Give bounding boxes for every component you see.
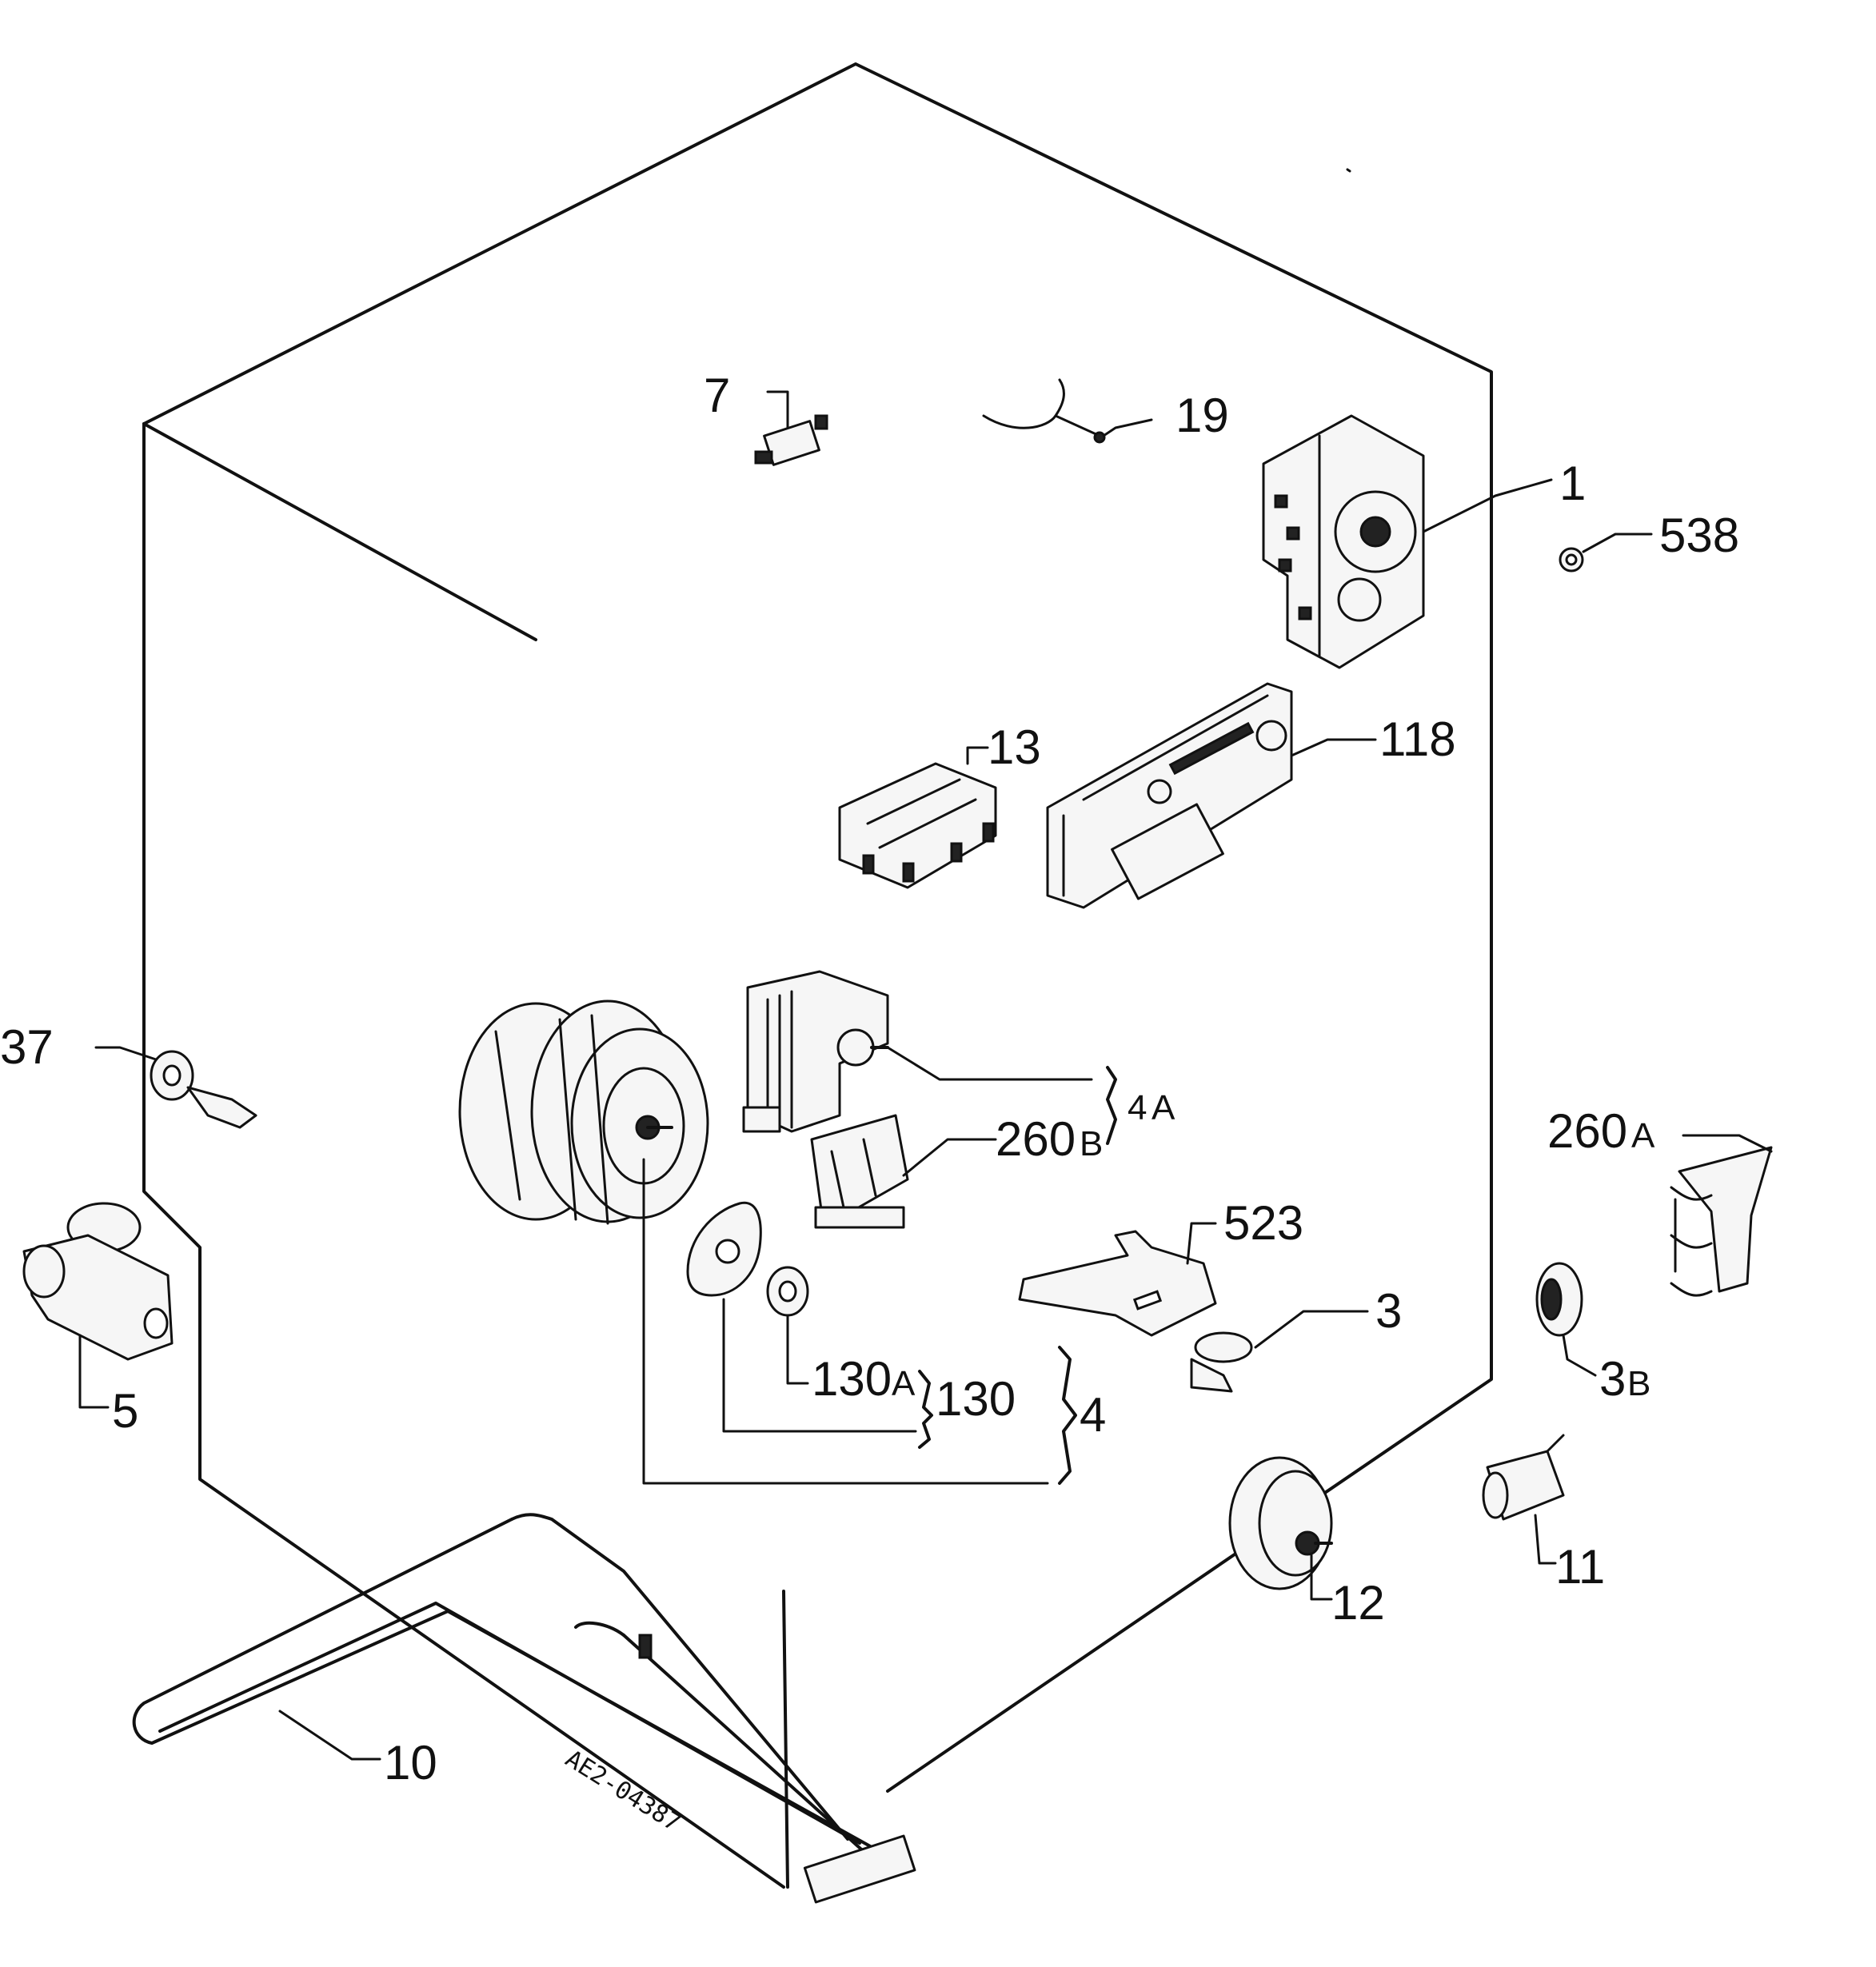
callout-37: 37 bbox=[0, 1020, 54, 1074]
coupler-part-130A[interactable]: 130 A bbox=[766, 1266, 916, 1406]
callout-118: 118 bbox=[1379, 712, 1456, 766]
coupling-part-130[interactable]: 130 bbox=[686, 1201, 1016, 1449]
callout-523: 523 bbox=[1223, 1196, 1303, 1250]
callout-260A: 260 bbox=[1547, 1104, 1627, 1158]
timer-part-1[interactable]: 1 bbox=[1262, 414, 1586, 669]
water-valve-part-5[interactable]: 5 bbox=[22, 1202, 174, 1438]
callout-260A-suffix: A bbox=[1631, 1116, 1655, 1155]
callout-130: 130 bbox=[936, 1372, 1016, 1426]
pump-motor-part-4A[interactable]: 4 A bbox=[742, 970, 1175, 1145]
callout-1: 1 bbox=[1559, 457, 1586, 510]
callout-13: 13 bbox=[988, 720, 1041, 774]
pressure-switch-part-12[interactable]: 12 bbox=[1228, 1456, 1385, 1630]
callout-4A: 4 bbox=[1128, 1088, 1147, 1127]
callout-3: 3 bbox=[1375, 1284, 1402, 1338]
switch-part-7[interactable]: 7 bbox=[704, 369, 828, 466]
nut-part-538[interactable]: 538 bbox=[1559, 509, 1739, 573]
callout-260B: 260 bbox=[996, 1112, 1076, 1166]
callout-3B: 3 bbox=[1599, 1352, 1626, 1406]
callout-130A: 130 bbox=[812, 1352, 892, 1406]
heating-element-part-10[interactable]: 10 bbox=[132, 1513, 916, 1904]
callout-4: 4 bbox=[1080, 1388, 1106, 1442]
motor-part-4[interactable]: 4 bbox=[458, 999, 1106, 1485]
wire-probe-part-19[interactable]: 19 bbox=[982, 378, 1229, 444]
callout-260B-suffix: B bbox=[1080, 1124, 1103, 1163]
callout-7: 7 bbox=[704, 369, 730, 422]
control-board-part-118[interactable]: 118 bbox=[1046, 682, 1456, 909]
sensor-part-3B[interactable]: 3 B bbox=[1535, 1262, 1650, 1406]
fitting-part-37[interactable]: 37 bbox=[0, 1020, 257, 1129]
callout-130A-suffix: A bbox=[892, 1364, 916, 1403]
capacitor-part-11[interactable]: 11 bbox=[1482, 1434, 1605, 1594]
mounting-plate-part-523[interactable]: 523 bbox=[1018, 1196, 1303, 1337]
callout-3B-suffix: B bbox=[1627, 1364, 1650, 1403]
callout-10: 10 bbox=[384, 1736, 437, 1789]
bracket-part-260B[interactable]: 260 B bbox=[810, 1112, 1103, 1229]
drawing-code: AE2-04387 bbox=[561, 1745, 685, 1837]
bracket-part-260A[interactable]: 260 A bbox=[1547, 1104, 1773, 1297]
callout-538: 538 bbox=[1659, 509, 1739, 562]
callout-5: 5 bbox=[112, 1384, 138, 1438]
callout-4A-suffix: A bbox=[1152, 1088, 1175, 1127]
callout-19: 19 bbox=[1175, 389, 1229, 442]
selector-switch-part-13[interactable]: 13 bbox=[838, 720, 1041, 889]
callout-11: 11 bbox=[1555, 1540, 1605, 1594]
callout-12: 12 bbox=[1331, 1576, 1385, 1630]
thermostat-part-3[interactable]: 3 bbox=[1190, 1284, 1402, 1393]
